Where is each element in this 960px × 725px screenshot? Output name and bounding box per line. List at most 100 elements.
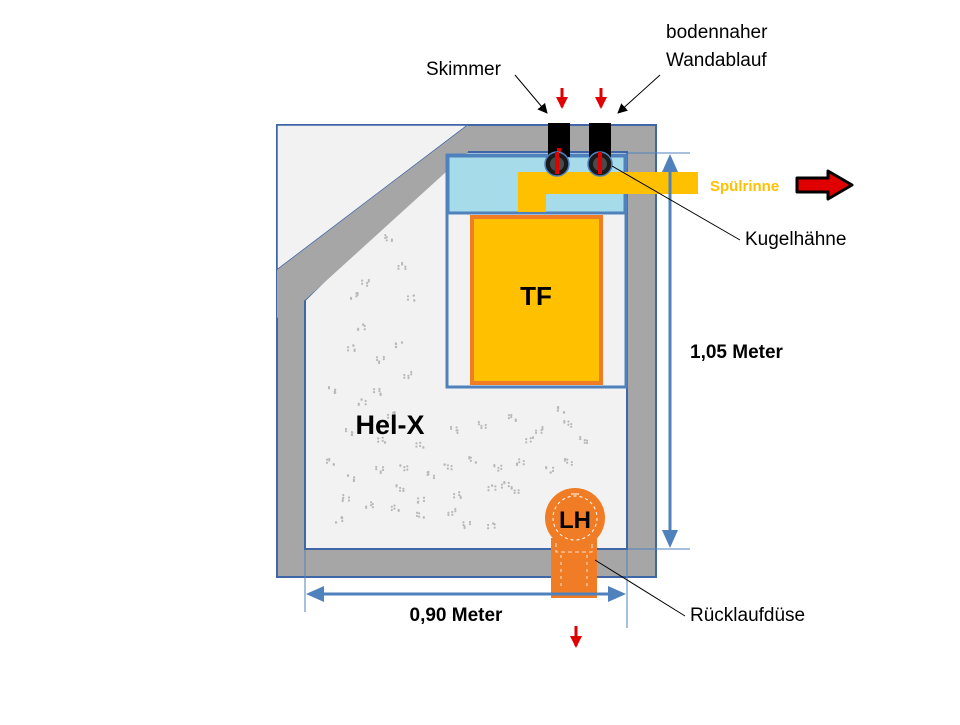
media-speckle (585, 441, 589, 445)
media-speckle (422, 516, 425, 519)
media-speckle (419, 441, 422, 444)
media-speckle (522, 463, 525, 466)
media-speckle (377, 437, 380, 440)
media-speckle (418, 512, 421, 515)
media-speckle (462, 523, 465, 527)
media-speckle (356, 328, 360, 332)
media-speckle (347, 499, 351, 502)
media-speckle (443, 463, 446, 466)
media-speckle (362, 323, 365, 326)
media-speckle (404, 267, 407, 271)
media-speckle (340, 515, 343, 519)
media-speckle (567, 423, 570, 426)
media-speckle (393, 504, 396, 507)
media-speckle (342, 494, 345, 497)
media-speckle (407, 374, 410, 377)
media-speckle (566, 458, 569, 461)
media-speckle (477, 423, 481, 426)
media-speckle (413, 299, 416, 302)
media-speckle (507, 481, 510, 485)
media-speckle (384, 234, 387, 237)
media-speckle (372, 388, 376, 391)
media-speckle (456, 429, 459, 432)
media-speckle (458, 493, 461, 497)
media-speckle (493, 465, 496, 468)
media-speckle (563, 419, 566, 423)
media-speckle (418, 515, 421, 518)
media-speckle (480, 426, 483, 430)
media-speckle (494, 485, 497, 488)
media-speckle (361, 279, 364, 282)
media-speckle (463, 526, 466, 530)
media-speckle (342, 496, 345, 499)
media-speckle (522, 459, 525, 463)
media-speckle (459, 496, 462, 500)
media-speckle (397, 264, 400, 268)
media-speckle (328, 459, 331, 462)
media-speckle (397, 267, 400, 270)
media-speckle (365, 284, 369, 287)
media-speckle (386, 413, 390, 416)
media-speckle (487, 485, 490, 489)
media-speckle (399, 464, 402, 467)
media-speckle (462, 521, 465, 524)
media-speckle (419, 444, 422, 448)
media-speckle (370, 504, 373, 507)
media-speckle (334, 391, 337, 394)
media-speckle (397, 509, 400, 512)
media-speckle (469, 459, 472, 462)
media-speckle (510, 415, 513, 419)
media-speckle (415, 445, 418, 448)
media-speckle (513, 489, 516, 492)
media-speckle (334, 521, 338, 524)
media-speckle (367, 280, 370, 283)
media-speckle (518, 458, 521, 461)
media-speckle (363, 328, 366, 331)
width-dimension: 0,90 Meter (304, 550, 628, 628)
media-speckle (393, 410, 396, 414)
wall-drain-pointer (617, 74, 661, 114)
media-speckle (517, 489, 520, 492)
media-speckle (416, 497, 420, 500)
media-speckle (353, 348, 356, 351)
media-speckle (449, 425, 453, 429)
media-speckle (378, 360, 381, 363)
media-speckle (493, 526, 496, 529)
media-speckle (507, 414, 511, 417)
media-speckle (451, 510, 454, 514)
media-speckle (531, 436, 535, 439)
media-speckle (497, 466, 500, 469)
airlift: LH (545, 488, 605, 598)
media-speckle (557, 405, 560, 409)
media-speckle (403, 373, 406, 377)
media-speckle (395, 483, 398, 487)
tf-label: TF (520, 281, 552, 311)
media-speckle (456, 431, 459, 434)
media-speckle (480, 424, 483, 427)
ball-valves-label: Kugelhähne (745, 229, 846, 250)
media-speckle (344, 430, 348, 433)
media-speckle (510, 485, 513, 489)
media-speckle (390, 508, 393, 512)
media-speckle (518, 461, 521, 464)
height-label: 1,05 Meter (690, 342, 784, 363)
media-speckle (534, 429, 538, 432)
media-speckle (513, 491, 516, 495)
media-speckle (332, 463, 335, 466)
media-speckle (412, 294, 415, 297)
media-speckle (500, 467, 503, 471)
return-nozzle-pointer (594, 559, 686, 617)
media-speckle (355, 292, 358, 295)
media-speckle (393, 507, 396, 510)
outlet-arrow-icon (795, 169, 854, 201)
media-speckle (422, 499, 426, 503)
media-speckle (474, 461, 477, 464)
airlift-label: LH (559, 507, 591, 534)
media-speckle (394, 345, 397, 348)
media-speckle (447, 513, 450, 517)
media-speckle (350, 433, 353, 436)
media-speckle (449, 427, 453, 430)
media-speckle (385, 239, 388, 242)
